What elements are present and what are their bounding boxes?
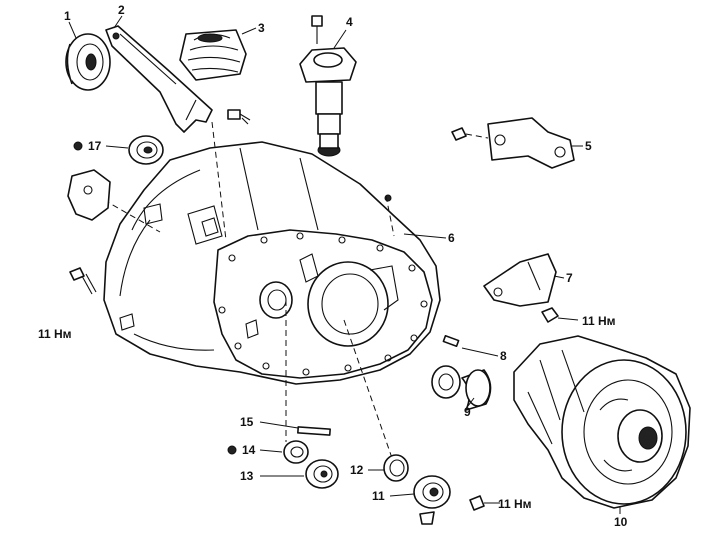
bolt-right <box>541 307 579 323</box>
bolt-bottom <box>469 495 500 511</box>
callout-11: 11 <box>372 489 385 503</box>
callout-4: 4 <box>346 15 353 29</box>
assembly-line-diff <box>343 319 393 459</box>
callout-5: 5 <box>585 139 592 153</box>
oil-seal-17 <box>128 135 164 165</box>
assembly-line-plug <box>385 195 395 237</box>
torque-label-right: 11 Нм <box>582 314 616 328</box>
mounting-bracket-lower <box>483 253 557 307</box>
callout-14: 14 <box>242 443 256 457</box>
callout-1: 1 <box>64 9 71 23</box>
callout-3: 3 <box>258 21 265 35</box>
mounting-bracket-upper <box>451 117 575 169</box>
release-fork-boot <box>179 29 247 81</box>
torque-label-left: 11 Нм <box>38 327 72 341</box>
assembly-line-cover <box>103 199 161 233</box>
callout-8: 8 <box>500 349 507 363</box>
callout-17: 17 <box>88 139 102 153</box>
speed-sensor <box>299 15 357 157</box>
callout-2: 2 <box>118 3 125 17</box>
bearing-13 <box>305 459 339 489</box>
callout-12: 12 <box>350 463 364 477</box>
transaxle-housing <box>103 141 441 385</box>
bearing-race <box>431 365 492 411</box>
fork-pivot-bolt <box>227 109 251 125</box>
inspection-cover <box>67 169 111 221</box>
callout-6: 6 <box>448 231 455 245</box>
differential-assembly <box>513 335 691 509</box>
replace-part-dot-14 <box>227 445 237 455</box>
release-bearing <box>65 33 111 91</box>
callout-7: 7 <box>566 271 573 285</box>
torque-label-bottom: 11 Нм <box>498 497 532 511</box>
locating-pin <box>442 334 460 348</box>
callout-10: 10 <box>614 515 628 529</box>
replace-part-dot-17 <box>73 141 83 151</box>
release-fork <box>105 25 213 133</box>
bearing-11 <box>413 475 451 525</box>
callout-9: 9 <box>464 405 471 419</box>
snap-ring <box>383 454 409 482</box>
callout-15: 15 <box>240 415 254 429</box>
bolt-left <box>69 267 97 295</box>
callout-13: 13 <box>240 469 254 483</box>
oil-seal-14 <box>283 440 309 464</box>
shaft-pin <box>297 426 331 436</box>
